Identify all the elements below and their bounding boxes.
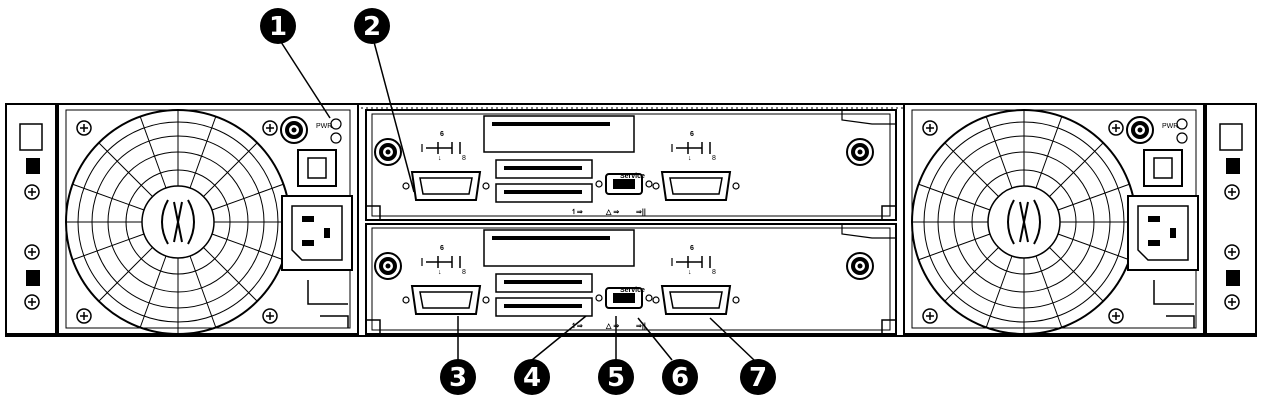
callout-7-label: 7 xyxy=(749,363,767,393)
callout-6: 6 xyxy=(662,359,698,395)
service-port-label-bottom: Service xyxy=(620,287,645,294)
callout-1-label: 1 xyxy=(269,12,287,42)
controller-bottom: Service xyxy=(366,224,896,334)
callout-2-label: 2 xyxy=(363,12,381,42)
callout-3: 3 xyxy=(440,359,476,395)
callout-5-label: 5 xyxy=(607,363,625,393)
power-supply-left xyxy=(58,104,358,334)
callout-7: 7 xyxy=(740,359,776,395)
service-port-label-top: Service xyxy=(620,173,645,180)
callout-1: 1 xyxy=(260,8,296,44)
controller-top: Service xyxy=(366,110,896,220)
callout-3-label: 3 xyxy=(449,363,467,393)
callout-4: 4 xyxy=(514,359,550,395)
left-rack-ear xyxy=(6,104,56,334)
right-rack-ear xyxy=(1206,104,1256,334)
callout-5: 5 xyxy=(598,359,634,395)
power-supply-right xyxy=(904,104,1204,334)
callout-4-label: 4 xyxy=(523,363,541,393)
callout-2: 2 xyxy=(354,8,390,44)
callout-leader-lines xyxy=(280,41,755,361)
callout-6-label: 6 xyxy=(671,363,689,393)
